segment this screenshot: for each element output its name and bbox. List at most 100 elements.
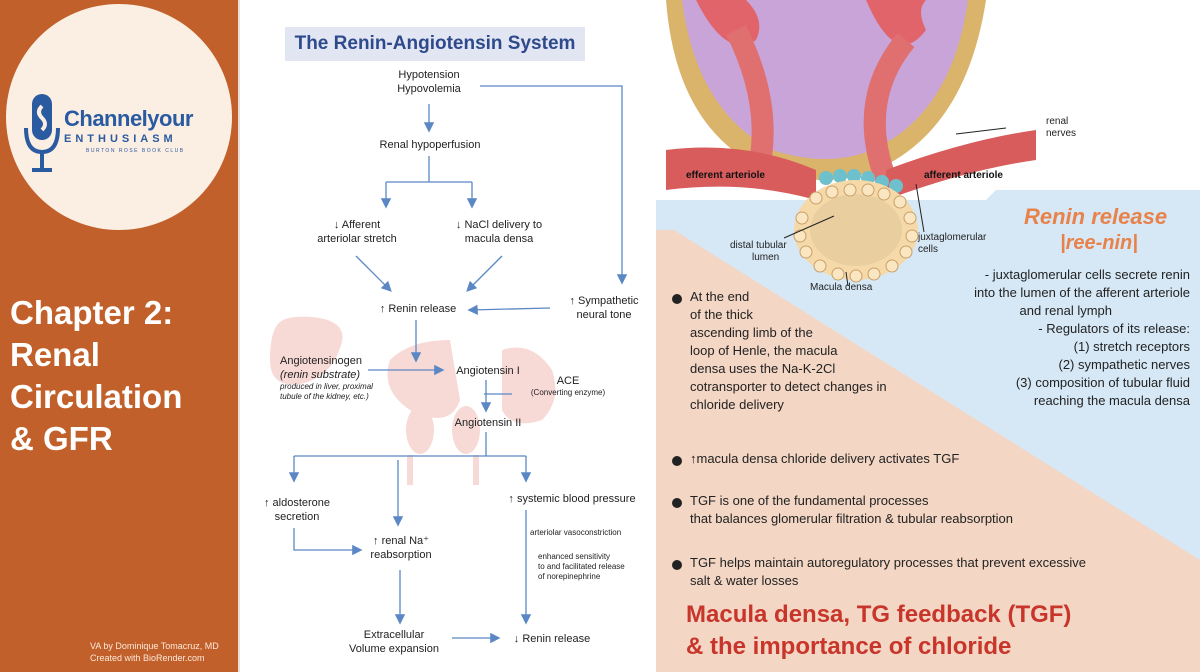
flow-ecv-expansion: Extracellular Volume expansion: [336, 628, 452, 656]
bullet-1: At the end of the thick ascending limb o…: [690, 288, 887, 414]
bullet-4: TGF helps maintain autoregulatory proces…: [690, 554, 1086, 590]
credit-line: Created with BioRender.com: [90, 653, 205, 663]
flow-text: ↓ Afferent: [333, 219, 381, 231]
bullet-3: TGF is one of the fundamental processes …: [690, 492, 1013, 528]
label-distal-lumen: distal tubular lumen: [730, 240, 787, 264]
flow-renal-hypoperfusion: Renal hypoperfusion: [379, 139, 481, 151]
macula-densa-panel: renal nerves efferent arteriole afferent…: [656, 0, 1200, 672]
renin-text-line: (3) composition of tubular fluid: [1015, 375, 1190, 390]
renin-text-line: into the lumen of the afferent arteriole: [974, 285, 1190, 300]
flow-angiotensin-1: Angiotensin I: [456, 365, 520, 377]
logo-brand-sub: ENTHUSIASM: [64, 133, 177, 145]
bullet-2: ↑macula densa chloride delivery activate…: [690, 451, 960, 466]
chapter-line: & GFR: [10, 420, 113, 457]
flow-ace: ACE (Converting enzyme): [510, 374, 626, 398]
bullet-dot: [672, 456, 682, 466]
renin-text-line: - juxtaglomerular cells secrete renin: [984, 267, 1190, 282]
bullet-text: salt & water losses: [690, 573, 799, 588]
bullet-dot: [672, 498, 682, 508]
flow-text: Angiotensinogen: [280, 355, 362, 367]
microphone-icon: [24, 94, 60, 172]
flow-text: macula densa: [464, 233, 534, 245]
bullet-text: TGF is one of the fundamental processes: [690, 493, 929, 508]
anat-text: lumen: [752, 252, 780, 263]
renin-text-line: (2) sympathetic nerves: [1058, 357, 1191, 372]
anat-text: juxtaglomerular: [918, 232, 987, 243]
label-macula-densa: Macula densa: [810, 282, 873, 293]
flow-renin-decrease: ↓ Renin release: [513, 633, 591, 645]
flow-nacl-delivery: ↓ NaCl delivery to macula densa: [434, 218, 564, 246]
bullet-text: At the end: [690, 289, 750, 304]
anat-text: nerves: [1046, 128, 1077, 139]
flow-afferent-stretch: ↓ Afferent arteriolar stretch: [292, 218, 422, 246]
flow-text: Hypovolemia: [397, 83, 461, 95]
flow-text: reabsorption: [370, 549, 432, 561]
flow-sympathetic: ↑ Sympathetic neural tone: [556, 294, 652, 322]
bullet-text: cotransporter to detect changes in: [690, 379, 887, 394]
credits: VA by Dominique Tomacruz, MD Created wit…: [90, 640, 219, 664]
anat-text: renal: [1046, 116, 1069, 127]
chapter-title: Chapter 2: Renal Circulation & GFR: [10, 292, 182, 460]
ras-title: The Renin-Angiotensin System: [285, 27, 585, 61]
bullet-text: densa uses the Na-K-2Cl: [690, 361, 836, 376]
credit-line: VA by Dominique Tomacruz, MD: [90, 641, 219, 651]
flow-text: Extracellular: [363, 629, 425, 641]
bullet-dot: [672, 294, 682, 304]
flow-aldosterone: ↑ aldosterone secretion: [254, 496, 340, 524]
bullet-text: TGF helps maintain autoregulatory proces…: [690, 555, 1086, 570]
flow-text: neural tone: [576, 309, 632, 321]
bullet-text: ascending limb of the: [690, 325, 813, 340]
flow-renin-release: ↑ Renin release: [379, 303, 457, 315]
flow-text: to and facilitated release: [538, 562, 625, 571]
renin-release-title: Renin release: [1024, 204, 1168, 229]
logo-brand-tag: BURTON ROSE BOOK CLUB: [86, 148, 185, 154]
flow-text: (renin substrate): [280, 369, 361, 381]
macula-title-line1: Macula densa, TG feedback (TGF): [686, 601, 1072, 628]
label-efferent-arteriole: efferent arteriole: [686, 170, 765, 181]
flow-hypotension: Hypotension Hypovolemia: [370, 68, 488, 96]
flow-text: ↓ NaCl delivery to: [455, 219, 543, 231]
renin-text-line: and renal lymph: [1019, 303, 1113, 318]
flow-text: ↑ aldosterone: [263, 497, 331, 509]
bullet-text: of the thick: [690, 307, 753, 322]
chapter-panel: Channelyour ENTHUSIASM BURTON ROSE BOOK …: [0, 0, 238, 672]
anat-text: cells: [918, 244, 939, 255]
renin-text-line: (1) stretch receptors: [1073, 339, 1190, 354]
label-afferent-arteriole: afferent arteriole: [924, 170, 1003, 181]
flow-text: enhanced sensitivity: [538, 552, 611, 561]
flow-text: secretion: [274, 511, 320, 523]
flow-text: (Converting enzyme): [530, 388, 606, 397]
anatomy-illustration: [656, 0, 1200, 672]
macula-title-line2: & the importance of chloride: [686, 633, 1012, 660]
flow-text: ↑ renal Na⁺: [373, 535, 429, 547]
bullet-dot: [672, 560, 682, 570]
label-jg-cells: juxtaglomerular cells: [918, 232, 986, 256]
logo: Channelyour ENTHUSIASM BURTON ROSE BOOK …: [6, 4, 232, 230]
flow-text: of norepinephrine: [538, 572, 601, 581]
flow-text: arteriolar stretch: [317, 233, 397, 245]
flow-angiotensinogen: Angiotensinogen (renin substrate) produc…: [280, 354, 380, 402]
bullet-text: that balances glomerular filtration & tu…: [690, 511, 1014, 526]
divider: [238, 0, 240, 672]
anat-text: distal tubular: [730, 240, 787, 251]
flow-arrows: [288, 85, 628, 644]
flow-text: ACE: [556, 375, 580, 387]
flow-text: produced in liver, proximal: [280, 382, 373, 391]
logo-brand-main: Channelyour: [64, 106, 193, 131]
label-renal-nerves: renal nerves: [1046, 116, 1076, 140]
flow-text: Volume expansion: [349, 643, 439, 655]
renin-text-line: reaching the macula densa: [1033, 393, 1190, 408]
bullet-text: loop of Henle, the macula: [690, 343, 838, 358]
flow-text: ↑ Sympathetic: [569, 295, 639, 307]
ras-flowchart: The Renin-Angiotensin System: [240, 0, 658, 672]
organ-illustration: [270, 316, 556, 485]
flow-renal-na: ↑ renal Na⁺ reabsorption: [356, 534, 446, 562]
renin-text-line: - Regulators of its release:: [1038, 321, 1190, 336]
chapter-line: Chapter 2:: [10, 294, 174, 331]
bullet-text: chloride delivery: [690, 397, 784, 412]
chapter-line: Circulation: [10, 378, 183, 415]
flow-text: tubule of the kidney, etc.): [280, 392, 369, 401]
flow-vasoconstriction: arteriolar vasoconstriction: [530, 528, 658, 538]
renin-pronunciation: |ree-nin|: [1060, 232, 1138, 254]
chapter-line: Renal: [10, 336, 100, 373]
